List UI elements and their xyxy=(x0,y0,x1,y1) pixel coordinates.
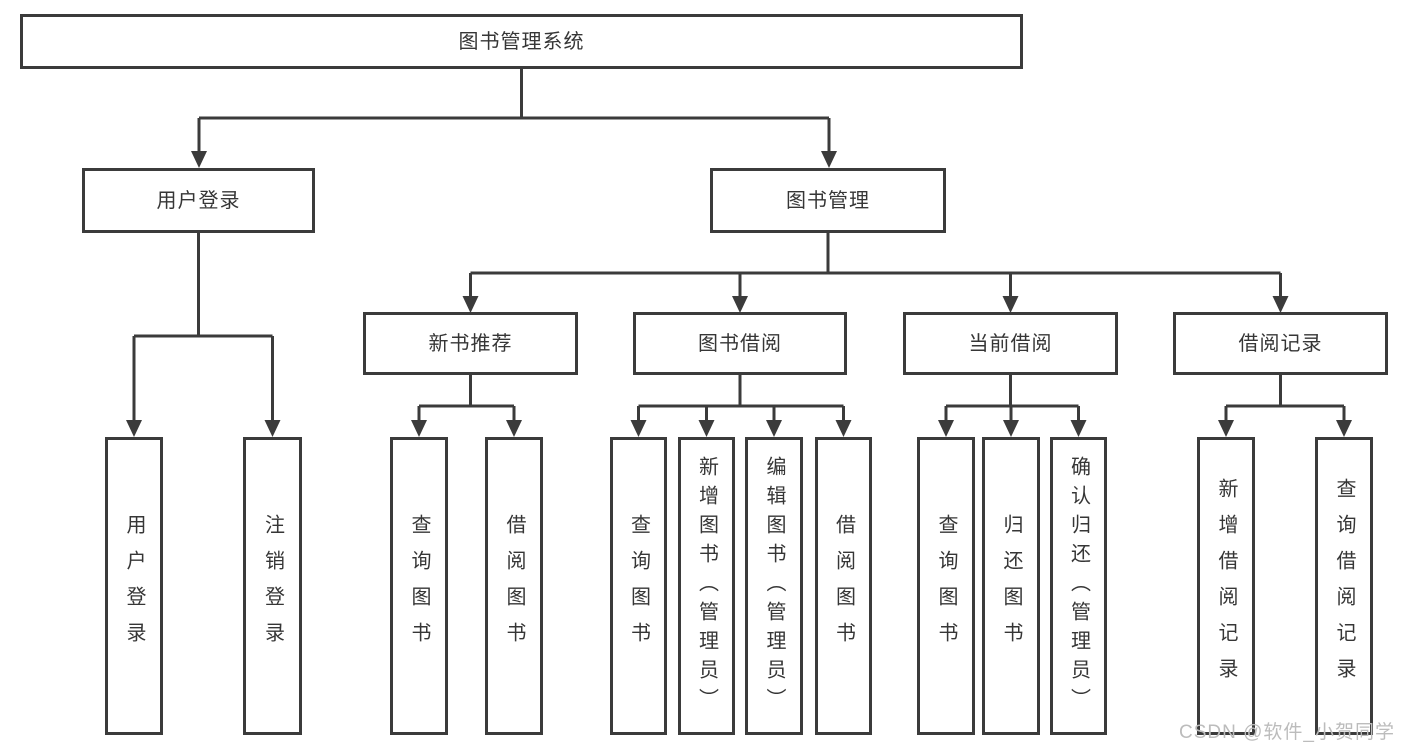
node-book-management: 图书管理 xyxy=(710,168,946,233)
node-book-borrowing: 图书借阅 xyxy=(633,312,847,375)
leaf-logout-login: 注销登录 xyxy=(243,437,302,735)
leaf-query-books-current: 查询图书 xyxy=(917,437,975,735)
leaf-add-books-admin: 新增图书（管理员） xyxy=(678,437,735,735)
node-new-book-recommend: 新书推荐 xyxy=(363,312,578,375)
leaf-add-borrow-record: 新增借阅记录 xyxy=(1197,437,1255,735)
leaf-edit-books-admin: 编辑图书（管理员） xyxy=(745,437,803,735)
leaf-borrow-books-borrowing: 借阅图书 xyxy=(815,437,872,735)
leaf-user-login: 用户登录 xyxy=(105,437,163,735)
leaf-query-books-borrowing: 查询图书 xyxy=(610,437,667,735)
node-current-borrowing: 当前借阅 xyxy=(903,312,1118,375)
node-user-login: 用户登录 xyxy=(82,168,315,233)
node-root: 图书管理系统 xyxy=(20,14,1023,69)
leaf-query-borrow-record: 查询借阅记录 xyxy=(1315,437,1373,735)
leaf-return-books: 归还图书 xyxy=(982,437,1040,735)
leaf-confirm-return-admin: 确认归还（管理员） xyxy=(1050,437,1107,735)
leaf-borrow-books-recommend: 借阅图书 xyxy=(485,437,543,735)
connector-paths xyxy=(132,69,1346,425)
leaf-query-books-recommend: 查询图书 xyxy=(390,437,448,735)
node-borrowing-records: 借阅记录 xyxy=(1173,312,1388,375)
